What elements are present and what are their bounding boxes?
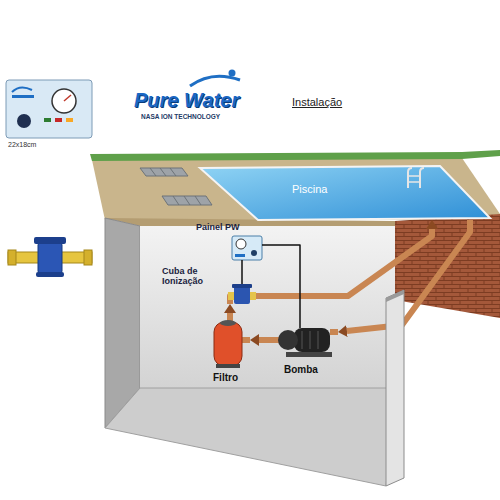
wire-stub <box>242 245 268 262</box>
pipe-collar <box>250 292 256 300</box>
pipe-stub <box>242 337 250 343</box>
panel-gauge <box>236 239 246 249</box>
pipe-stub <box>330 329 338 335</box>
water-pipe <box>347 220 470 331</box>
ion-cell-fitting <box>8 250 16 265</box>
panel-photo <box>64 95 71 101</box>
filter-tank <box>214 322 242 366</box>
panel-photo <box>6 80 92 138</box>
panel-photo <box>17 114 31 128</box>
filter-cap <box>220 320 236 326</box>
ladder-rung <box>408 176 420 182</box>
ground-block <box>140 226 395 388</box>
panel-photo <box>66 118 73 122</box>
ground-block <box>90 150 500 486</box>
ionization-body <box>234 286 250 304</box>
panel-photo <box>12 87 32 92</box>
pipe-collar <box>228 292 234 300</box>
filter-base <box>216 364 240 368</box>
ionization-cell: Cuba de Ionização <box>162 266 258 304</box>
diagram-title: Instalação <box>292 96 342 109</box>
ground-block <box>90 152 462 161</box>
diagram-title-slot: Instalação <box>292 96 342 109</box>
control-panel: Painel PW <box>196 222 268 262</box>
power-wire <box>241 262 243 266</box>
brand-logo: Pure Water <box>134 89 239 112</box>
brand-logo-slot: Pure Water <box>134 89 239 112</box>
pool-basin-outline <box>200 166 490 220</box>
logo-swimmer <box>229 70 236 77</box>
ion-cell-fitting <box>8 237 92 277</box>
panel-photo <box>44 118 51 122</box>
panel-logo <box>235 254 245 257</box>
ground-block <box>140 168 188 176</box>
ground-block <box>105 388 395 486</box>
ground-block <box>150 168 176 176</box>
water-pipe <box>259 337 272 343</box>
pump-base <box>286 352 332 357</box>
ion-cell-fitting <box>84 250 92 265</box>
dimension-note-slot: 22x18cm <box>8 141 36 149</box>
pool-water <box>200 166 490 220</box>
panel-housing <box>232 236 262 260</box>
node-label: Painel PW <box>196 222 240 232</box>
panel-photo <box>12 95 34 98</box>
ionization-cap <box>232 284 252 288</box>
panel-photo <box>52 89 76 113</box>
panel-photo <box>6 80 92 138</box>
water-pipe <box>258 229 432 296</box>
node-label: Piscina <box>292 183 327 196</box>
pump-motor <box>294 328 330 352</box>
water-pipe <box>227 313 233 318</box>
node-label: Bomba <box>284 364 318 376</box>
front-wall <box>386 290 404 486</box>
ion-cell-fitting <box>34 237 66 244</box>
ground-block <box>92 158 500 220</box>
ground-block <box>462 150 500 159</box>
node-label: Cuba de Ionização <box>162 266 220 287</box>
ion-cell-fitting <box>36 272 64 277</box>
pool-basin: Piscina <box>200 166 490 220</box>
panel-knob <box>251 250 257 256</box>
ground-block <box>173 196 201 205</box>
node-label: Filtro <box>213 372 238 384</box>
sand-filter: Filtro <box>206 318 250 386</box>
wire-stub <box>299 318 301 328</box>
pool-ladder <box>408 168 424 188</box>
dimension-note: 22x18cm <box>8 141 36 149</box>
ground-block <box>162 196 212 205</box>
wire-stub <box>241 266 243 284</box>
panel-photo <box>55 118 62 122</box>
pump-head <box>278 330 298 350</box>
front-wall <box>386 290 404 302</box>
front-wall <box>386 290 404 486</box>
motor-fins <box>302 331 318 349</box>
pool-pump: Bomba <box>272 318 338 380</box>
power-wire <box>268 245 300 318</box>
brand-tagline: NASA ION TECHNOLOGY <box>141 113 220 120</box>
brand-tagline-slot: NASA ION TECHNOLOGY <box>141 113 220 120</box>
logo-swimmer <box>190 70 240 87</box>
ion-cell-fitting <box>38 242 62 274</box>
logo-swimmer <box>190 76 240 86</box>
